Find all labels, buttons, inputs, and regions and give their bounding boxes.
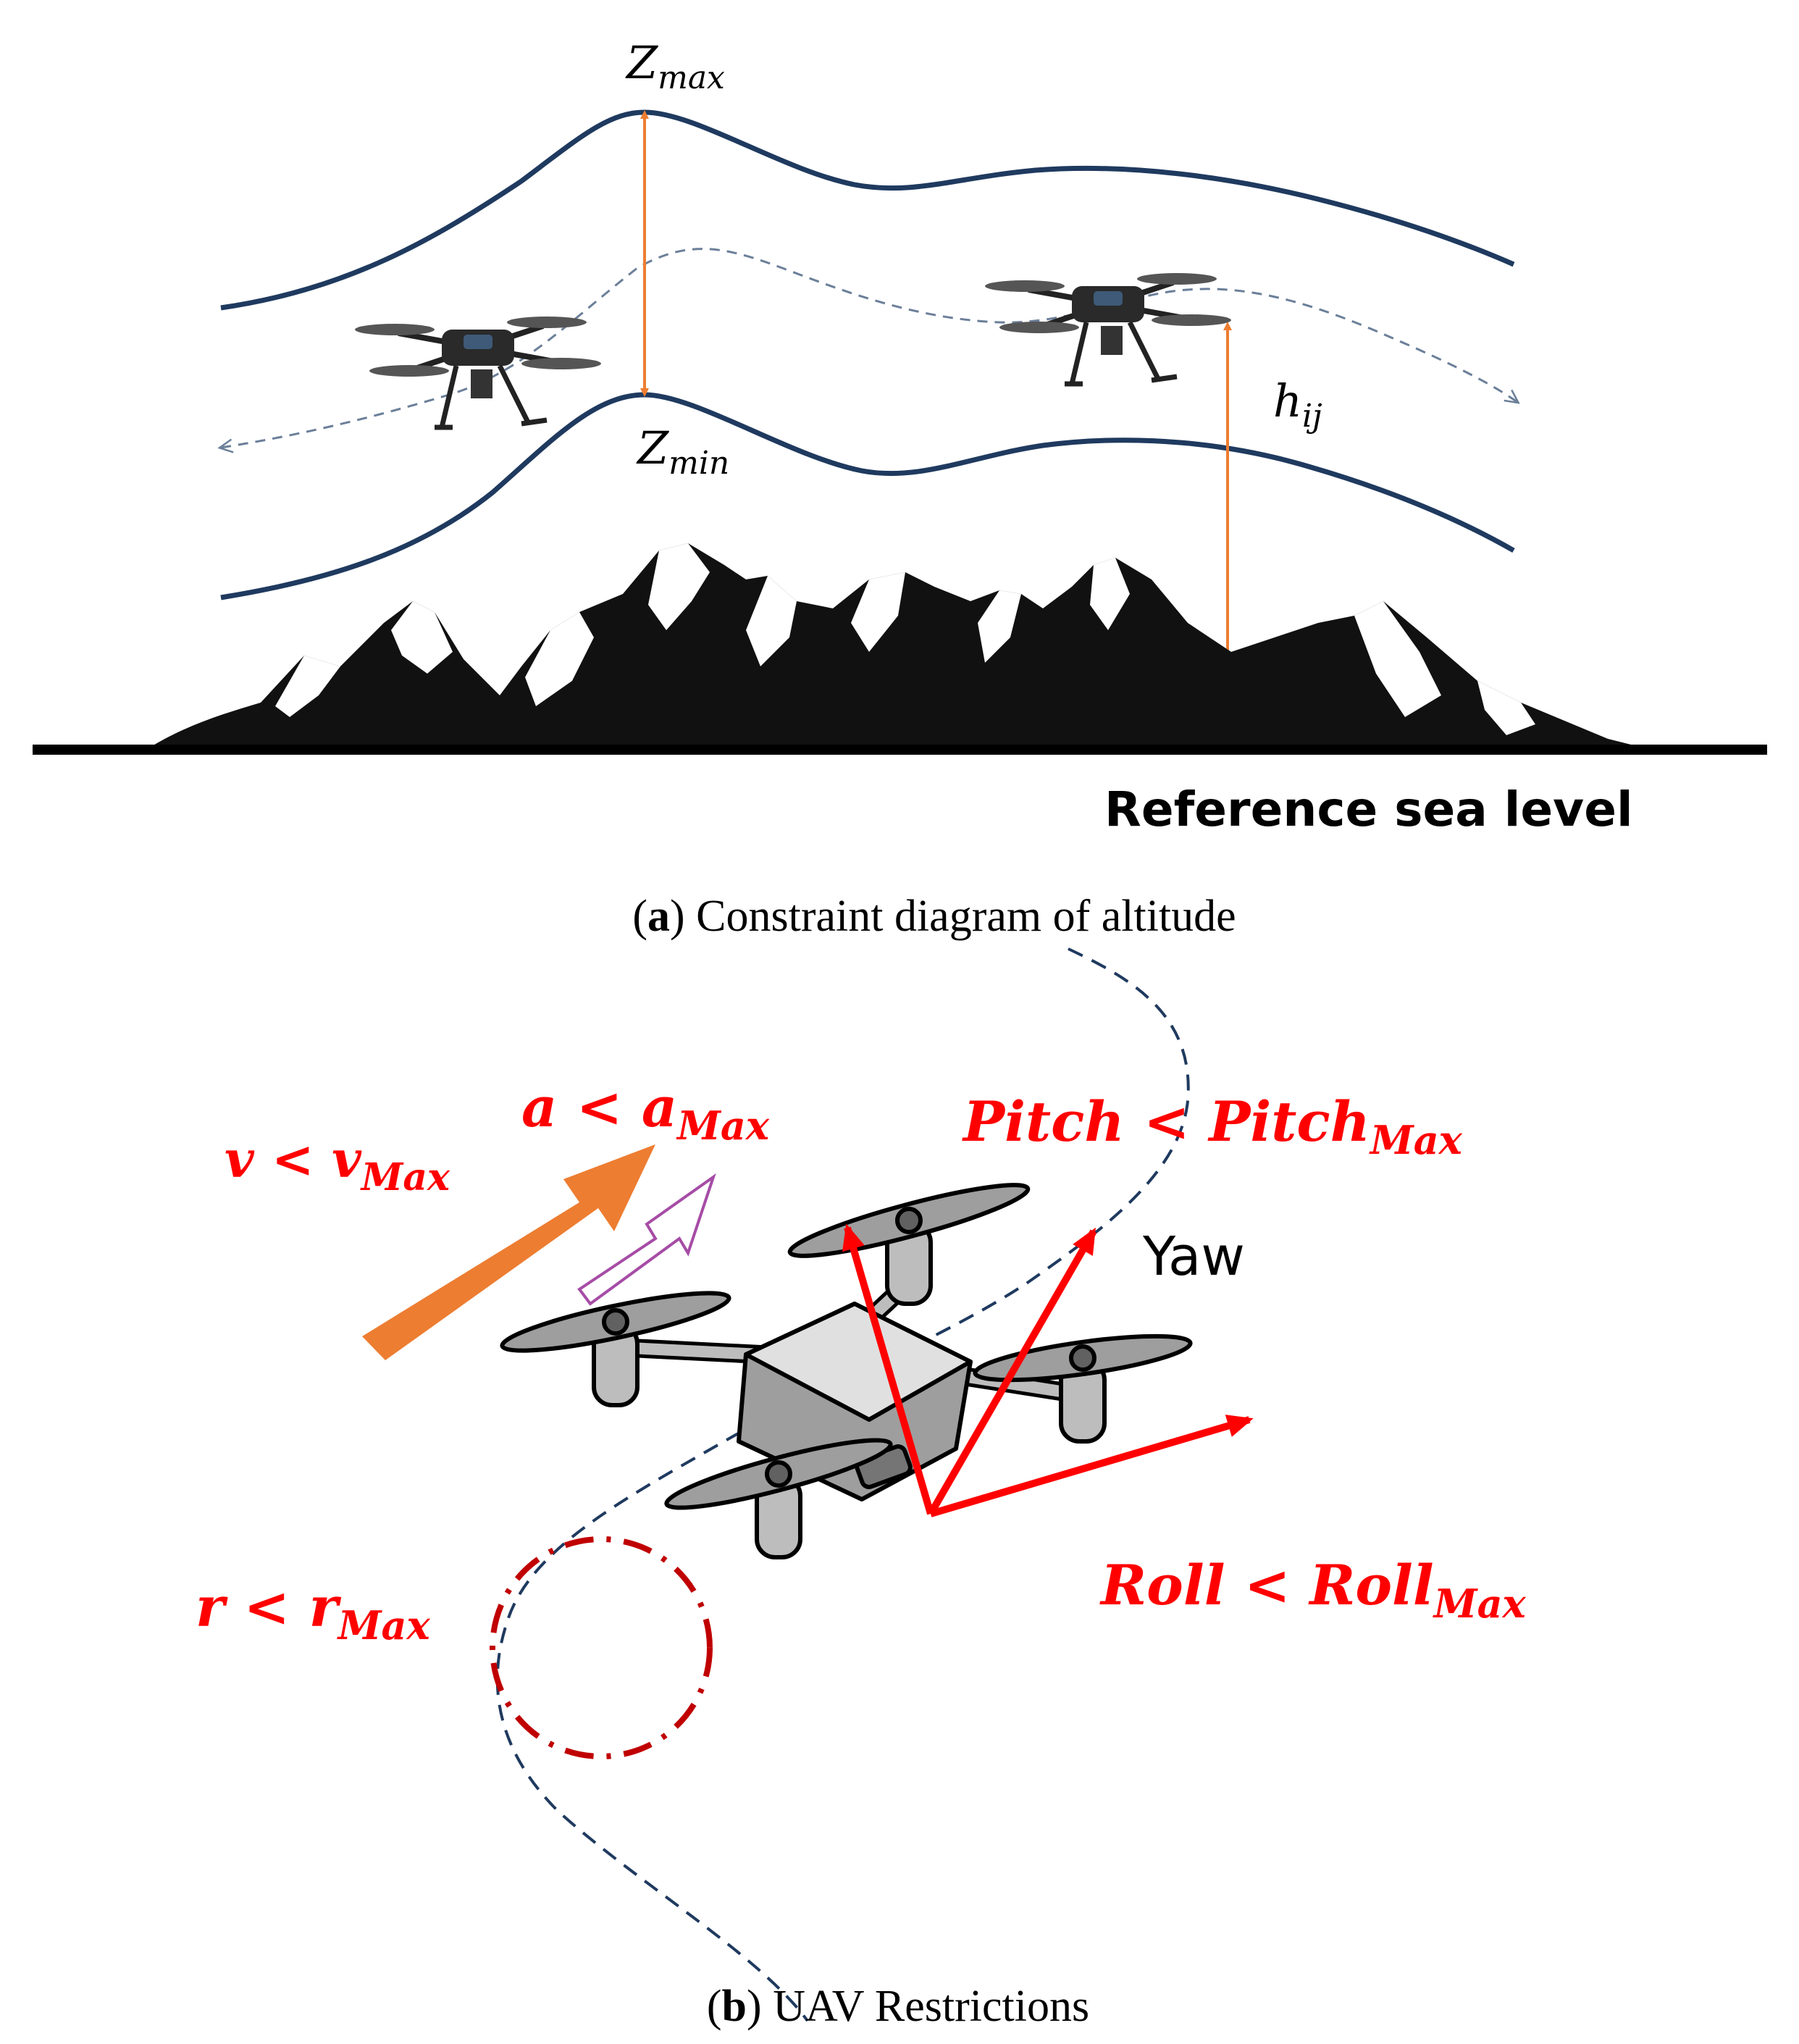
zmin-label: Zmin [636, 422, 729, 482]
velocity-arrow [362, 1144, 655, 1360]
sea-level-label: Reference sea level [1104, 782, 1633, 837]
pitch-constraint-label: Pitch < PitchMax [962, 1089, 1463, 1163]
hij-label: hij [1273, 374, 1322, 435]
drone-photo-right [985, 273, 1231, 387]
pitch-axis-arrow [842, 1223, 934, 1515]
zmax-label: Zmax [625, 36, 725, 96]
panel-b-uav-restrictions: v < vMax a < aMax Pitch < PitchMax Yaw R… [196, 947, 1527, 2031]
yaw-label: Yaw [1142, 1226, 1245, 1288]
roll-constraint-label: Roll < RollMax [1099, 1553, 1527, 1627]
flight-path-dashed [221, 248, 1517, 448]
sea-level-line [33, 745, 1767, 755]
acceleration-constraint-label: a < aMax [521, 1075, 770, 1149]
zmin-envelope-curve [220, 392, 1515, 600]
drone-photo-left [355, 317, 601, 430]
radius-constraint-label: r < rMax [196, 1575, 430, 1649]
acceleration-arrow [577, 1173, 716, 1306]
velocity-constraint-label: v < vMax [225, 1129, 450, 1199]
caption-a: (a) Constraint diagram of altitude [632, 892, 1236, 941]
mountain-range [152, 543, 1637, 746]
caption-b: (b) UAV Restrictions [707, 1982, 1089, 2031]
panel-a-altitude: Zmax Zmin hij Reference sea level (a) Co… [33, 36, 1767, 941]
turning-radius-circle [490, 1536, 713, 1759]
roll-axis-arrow [929, 1415, 1254, 1517]
yaw-axis-arrow [927, 1227, 1097, 1516]
uav-trajectory-dashed [495, 947, 1190, 2022]
zmax-envelope-curve [220, 109, 1515, 311]
